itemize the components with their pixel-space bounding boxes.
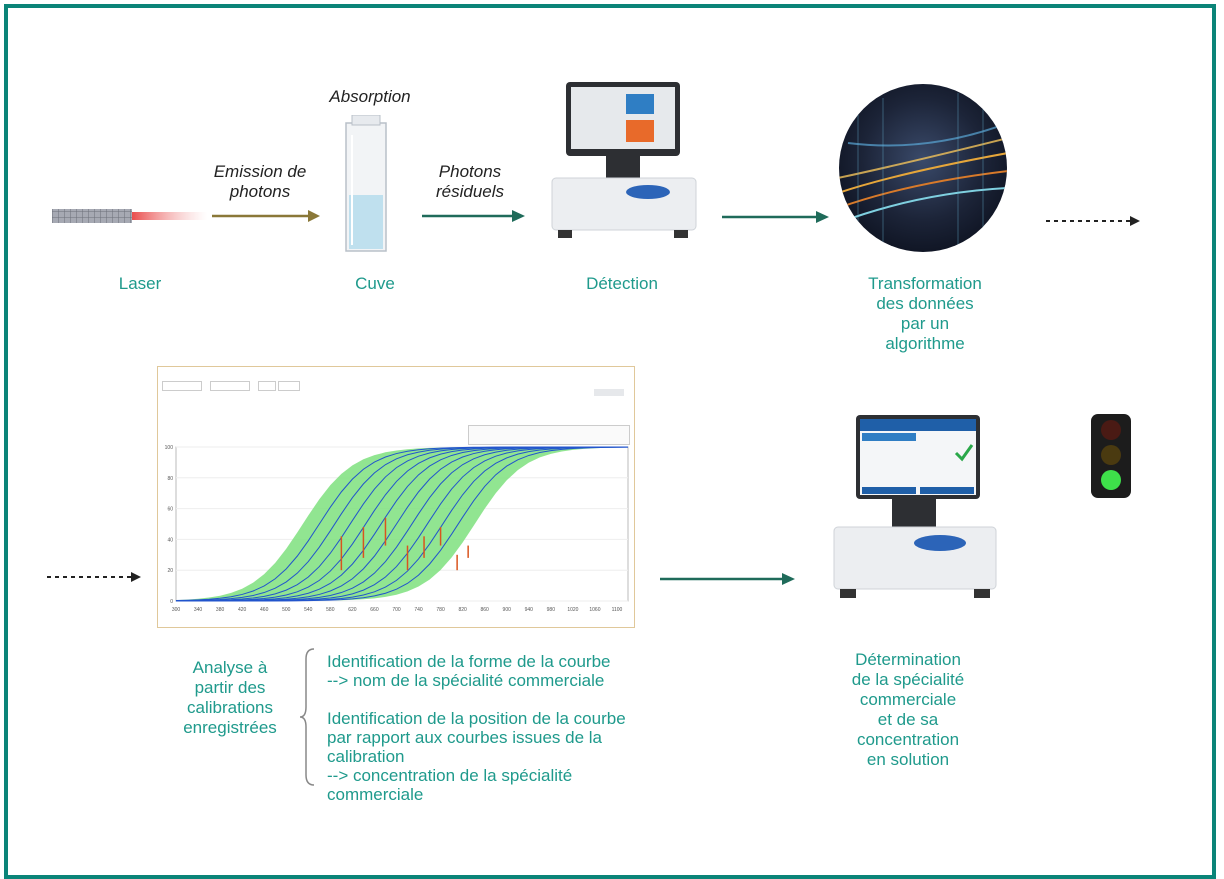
- result-device-icon: [833, 415, 997, 598]
- x-tick-label: 980: [547, 607, 556, 613]
- x-tick-label: 940: [525, 607, 534, 613]
- toolbar-button[interactable]: [594, 389, 624, 396]
- calibration-chart: 300 340 380 420 460 500 540 580 620 660 700 740 780 8…: [165, 445, 629, 613]
- x-tick-label: 820: [458, 607, 467, 613]
- y-tick-label: 0: [170, 599, 173, 605]
- x-tick-label: 1020: [567, 607, 578, 613]
- cuvette-icon: [345, 115, 387, 252]
- laser-icon: [52, 209, 207, 223]
- x-tick-label: 540: [304, 607, 313, 613]
- arrow-detector-to-algorithm: [722, 211, 829, 223]
- x-tick-label: 860: [481, 607, 490, 613]
- dashed-arrow-into-chart: [47, 572, 141, 582]
- detection-label: Détection: [586, 274, 658, 293]
- x-tick-label: 340: [194, 607, 203, 613]
- detector-device-icon: [551, 82, 697, 238]
- x-tick-label: 580: [326, 607, 335, 613]
- y-tick-label: 80: [167, 476, 173, 482]
- chart-legend: [468, 425, 630, 445]
- cuvette-label: Cuve: [355, 274, 395, 293]
- x-tick-label: 1060: [589, 607, 600, 613]
- calibration-chart-panel: 300 340 380 420 460 500 540 580 620 660 700 740 780 8…: [157, 366, 635, 628]
- x-tick-label: 740: [414, 607, 423, 613]
- x-tick-label: 700: [392, 607, 401, 613]
- x-tick-label: 420: [238, 607, 247, 613]
- y-tick-label: 20: [167, 568, 173, 574]
- traffic-light-icon: [1091, 414, 1131, 498]
- x-tick-label: 500: [282, 607, 291, 613]
- calibration-band: [176, 447, 628, 601]
- position-identification-text: Identification de la position de la cour…: [327, 709, 626, 804]
- chart-toolbar: [162, 371, 630, 396]
- data-transformation-icon: [839, 84, 1007, 252]
- x-tick-label: 620: [348, 607, 357, 613]
- x-tick-label: 900: [503, 607, 512, 613]
- x-tick-label: 300: [172, 607, 181, 613]
- toolbar-dropdown-3[interactable]: [258, 381, 276, 391]
- toolbar-dropdown-2[interactable]: [210, 381, 250, 391]
- absorption-label: Absorption: [329, 87, 411, 106]
- y-tick-label: 100: [165, 445, 174, 451]
- dashed-arrow-continue: [1046, 216, 1140, 226]
- arrow-chart-to-result: [660, 573, 795, 585]
- x-tick-label: 660: [370, 607, 379, 613]
- x-tick-label: 780: [436, 607, 445, 613]
- y-tick-label: 40: [167, 537, 173, 543]
- laser-label: Laser: [118, 274, 162, 293]
- y-tick-label: 60: [167, 507, 173, 513]
- x-tick-label: 380: [216, 607, 225, 613]
- shape-identification-text: Identification de la forme de la courbe-…: [327, 652, 611, 690]
- calibration-curve: [175, 446, 629, 602]
- toolbar-dropdown-1[interactable]: [162, 381, 202, 391]
- toolbar-dropdown-4[interactable]: [278, 381, 300, 391]
- brace: [299, 648, 315, 786]
- arrow-cuvette-to-detector: [422, 210, 525, 222]
- laser-image: [52, 205, 207, 227]
- x-tick-label: 1100: [612, 607, 623, 613]
- arrow-laser-to-cuvette: [212, 210, 320, 222]
- x-tick-label: 460: [260, 607, 269, 613]
